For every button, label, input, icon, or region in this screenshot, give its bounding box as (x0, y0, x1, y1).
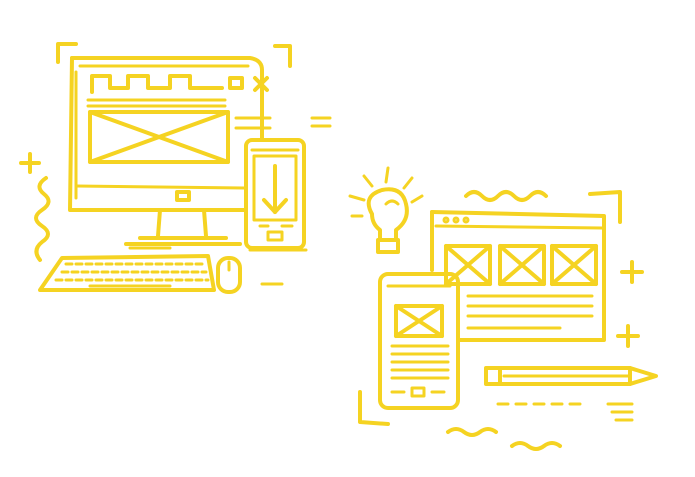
keyboard (38, 254, 216, 292)
right-decorations (358, 190, 644, 451)
pencil (484, 366, 658, 386)
smartphone-with-download-arrow (244, 138, 308, 252)
browser-window-with-image-placeholders (430, 210, 606, 342)
desktop-monitor-with-wireframe (56, 42, 332, 246)
mouse (216, 256, 284, 294)
lightbulb (348, 166, 424, 254)
smartphone-with-wireframe (378, 272, 460, 410)
left-decorations (19, 152, 172, 262)
